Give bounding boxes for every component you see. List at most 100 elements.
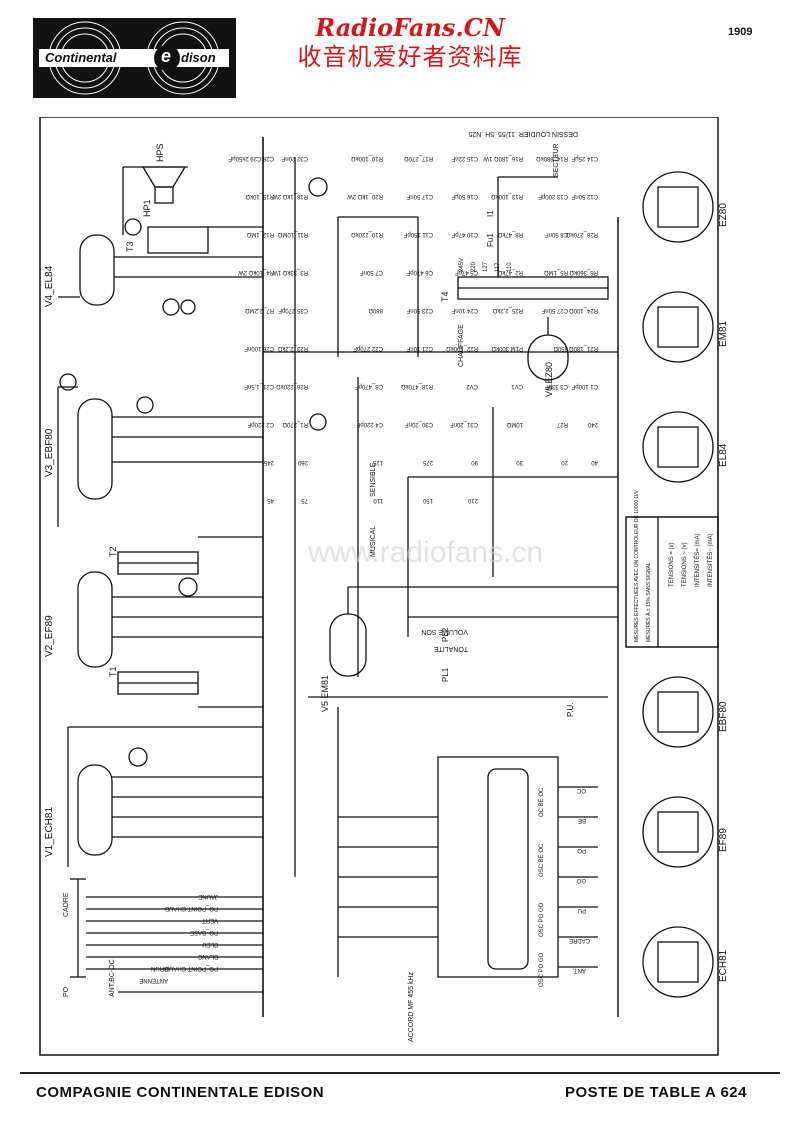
component-value: 10MΩ bbox=[506, 421, 523, 427]
tube-label-v1: V1_ECH81 bbox=[44, 807, 55, 857]
switch-col-label: OSC PO GO bbox=[539, 952, 545, 987]
wire-label: BRUN bbox=[151, 965, 168, 971]
component-value: 880Ω bbox=[368, 307, 383, 313]
label-sensible: SENSIBLE bbox=[370, 462, 377, 497]
switch-label: GO bbox=[576, 877, 586, 883]
label-fu1: Fu1 bbox=[486, 233, 495, 247]
component-value: 75 bbox=[301, 497, 308, 503]
tube-label-v6: V6 EZ80 bbox=[544, 362, 554, 397]
component-value: R1_270Ω bbox=[282, 421, 308, 427]
label-tonalite: TONALITE bbox=[434, 645, 468, 652]
legend-sub: MESURES À ± 15% SANS SIGNAL bbox=[645, 562, 652, 642]
schematic-svg: www.radiofans.cn DESSIN LOUDIER .11/55 .… bbox=[39, 116, 729, 1056]
component-value: R12_1MΩ bbox=[246, 231, 274, 237]
label-po: PO bbox=[63, 986, 70, 997]
component-value: R13_100kΩ bbox=[491, 193, 523, 199]
socket-label: EZ80 bbox=[718, 203, 729, 227]
label-accord: ACCORD MF 455 kHz bbox=[408, 971, 415, 1042]
schematic-diagram: www.radiofans.cn DESSIN LOUDIER .11/55 .… bbox=[38, 116, 760, 1057]
label-t2: T2 bbox=[108, 546, 118, 557]
component-value: C5 47pF bbox=[455, 269, 478, 275]
label-t3: T3 bbox=[125, 241, 135, 252]
drawing-ref: DESSIN LOUDIER .11/55 .5H .N25 bbox=[468, 130, 578, 137]
component-value: C22 270pF bbox=[353, 345, 383, 351]
component-value: R28_270kΩ bbox=[566, 231, 598, 237]
logo-right-text: dison bbox=[181, 50, 216, 65]
component-value: R24_100Ω bbox=[569, 307, 598, 313]
component-value: C35 270pF bbox=[278, 307, 308, 313]
component-value: R22_100kΩ bbox=[446, 345, 478, 351]
tube-label-v3: V3_EBF80 bbox=[44, 428, 55, 477]
label-pu: P.U. bbox=[566, 702, 575, 717]
label-cadre: CADRE bbox=[63, 892, 70, 917]
label-secteur: SECTEUR bbox=[553, 144, 560, 177]
component-value: R4_10kΩ 2W bbox=[238, 269, 274, 275]
component-value: 275 bbox=[422, 459, 433, 465]
component-value: C15 22nF bbox=[451, 155, 478, 161]
component-value: 40 bbox=[591, 459, 598, 465]
component-value: 150 bbox=[422, 497, 433, 503]
component-value: R10_220kΩ bbox=[351, 231, 383, 237]
page-number: 1909 bbox=[728, 26, 753, 38]
mains-tap: 110 bbox=[507, 262, 513, 272]
wire-label: ANTENNE bbox=[139, 977, 168, 983]
component-value: R2_47kΩ bbox=[497, 269, 523, 275]
wire-label: PO_POINT CHAUD bbox=[164, 965, 218, 971]
tube-label-v2: V2_EF89 bbox=[44, 615, 55, 657]
watermark-chinese: 收音机爱好者资料库 bbox=[297, 43, 523, 71]
component-value: C12 50nF bbox=[571, 193, 598, 199]
component-value: C11 150pF bbox=[403, 231, 433, 237]
switch-label: ANT. bbox=[573, 967, 586, 973]
switch-label: CADRE bbox=[569, 937, 590, 943]
component-value: C10 47pF bbox=[451, 231, 478, 237]
component-value: C32 20nF bbox=[281, 155, 308, 161]
legend-row: INTENSITÉS~ (mA) bbox=[707, 533, 714, 587]
component-value: C13 200pF bbox=[538, 193, 568, 199]
component-value: R5_1MΩ bbox=[544, 269, 568, 275]
logo-badge-letter: e bbox=[161, 46, 172, 66]
socket-label: ECH81 bbox=[718, 949, 729, 982]
footer-model: POSTE DE TABLE A 624 bbox=[565, 1084, 747, 1101]
mains-tap: 127 bbox=[483, 261, 489, 272]
wire-label: BLEU bbox=[202, 941, 218, 947]
component-value: C4 220pF bbox=[356, 421, 383, 427]
legend-row: TENSIONS ~ (v) bbox=[682, 542, 688, 587]
socket-label: EL84 bbox=[718, 443, 729, 467]
component-value: P1M 300kΩ bbox=[491, 345, 523, 351]
switch-label: OC bbox=[576, 787, 586, 793]
footer-divider bbox=[20, 1072, 780, 1074]
component-value: R17_270Ω bbox=[404, 155, 433, 161]
component-value: C26 100nF bbox=[244, 345, 274, 351]
component-value: C31_20nF bbox=[450, 421, 478, 427]
mains-tap: 245V bbox=[459, 258, 465, 272]
label-pl2: PL2 bbox=[441, 627, 450, 642]
component-value: R3_33kΩ 1W bbox=[272, 269, 308, 275]
component-value: C6 470pF bbox=[406, 269, 433, 275]
component-value: R23_2,2kΩ bbox=[277, 345, 308, 351]
wire-label: PO_POINT CHAUD bbox=[164, 905, 218, 911]
label-musical: MUSICAL bbox=[370, 526, 377, 557]
component-value: C28,C29 2x50μF bbox=[228, 155, 274, 161]
component-value: C24 10nF bbox=[451, 307, 478, 313]
continental-edison-logo: Continental e dison bbox=[33, 18, 236, 98]
switch-label: PO bbox=[577, 847, 586, 853]
label-t1: T1 bbox=[108, 666, 118, 677]
wire-label: JAUNE bbox=[198, 893, 218, 899]
component-value: 30 bbox=[516, 459, 523, 465]
component-value: R15_10kΩ bbox=[245, 193, 274, 199]
component-value: C16 50μF bbox=[451, 193, 478, 199]
switch-col-label: OSC BE OC bbox=[539, 843, 545, 877]
legend-row: TENSIONS = (v) bbox=[669, 542, 675, 587]
component-value: 260 bbox=[297, 459, 308, 465]
watermark-diagonal: www.radiofans.cn bbox=[307, 536, 543, 569]
label-chauffage: CHAUFFAGE bbox=[458, 324, 465, 367]
component-value: R19_100kΩ bbox=[351, 155, 383, 161]
component-value: R26_220kΩ bbox=[276, 383, 308, 389]
component-value: C21_1,5nF bbox=[244, 383, 274, 389]
component-value: C3 33pF bbox=[545, 383, 568, 389]
component-value: R20_1kΩ 2W bbox=[347, 193, 383, 199]
component-value: R7_2,2MΩ bbox=[245, 307, 274, 313]
wire-label: PO_BASE bbox=[190, 929, 218, 935]
legend-row: INTENSITÉS= (mA) bbox=[694, 533, 701, 587]
component-value: R21_180Ω bbox=[569, 345, 598, 351]
